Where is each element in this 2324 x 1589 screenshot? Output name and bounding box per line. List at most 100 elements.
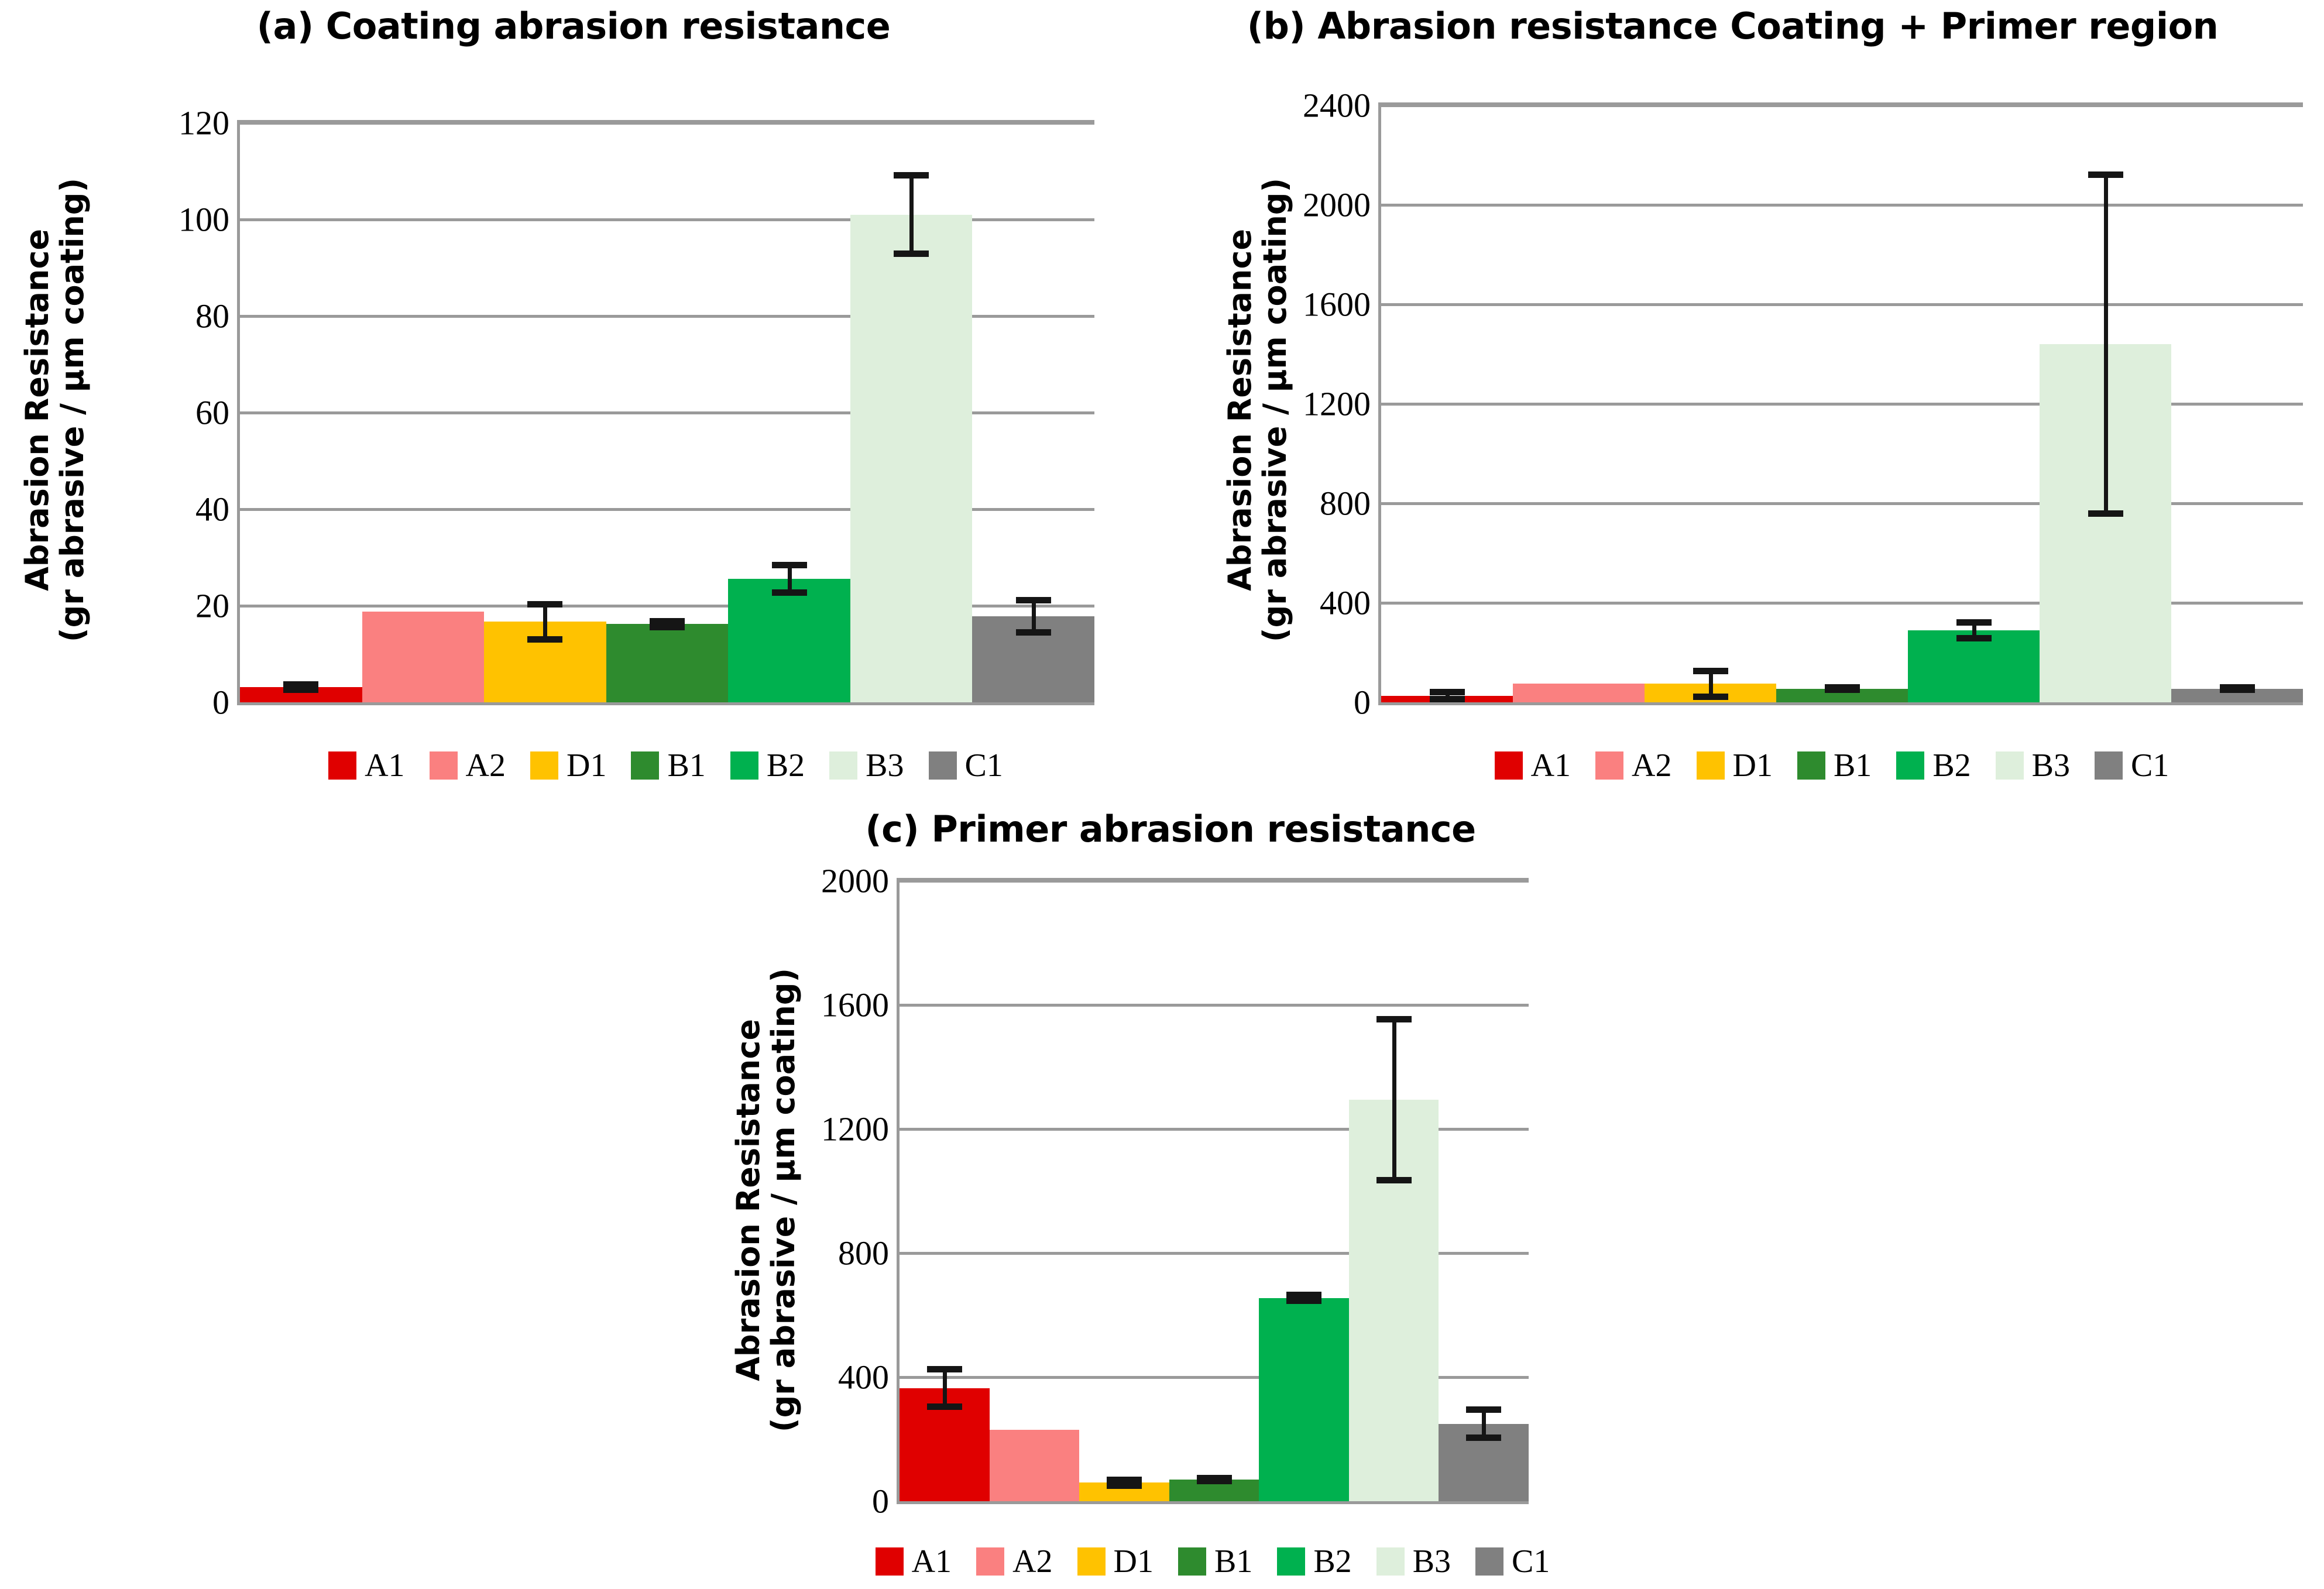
error-cap-top-b2 xyxy=(771,561,807,568)
legend-swatch-a2-icon xyxy=(1595,751,1624,780)
legend-item-b2[interactable]: B2 xyxy=(730,747,805,784)
legend-item-c1[interactable]: C1 xyxy=(928,747,1003,784)
legend-swatch-b3-icon xyxy=(829,751,858,780)
bar-slot-b2 xyxy=(1259,881,1349,1501)
panel-b-legend: A1 A2 D1 B1 B2 B3 C1 xyxy=(1369,740,2294,791)
bar-slot-d1 xyxy=(484,123,606,702)
gridline xyxy=(240,314,1094,318)
error-cap-top-b3 xyxy=(894,172,929,179)
error-cap-top-d1 xyxy=(527,600,563,608)
legend-item-b1[interactable]: B1 xyxy=(1178,1543,1252,1580)
legend-item-a2[interactable]: A2 xyxy=(976,1543,1053,1580)
error-bar-d1 xyxy=(543,600,548,643)
gridline xyxy=(900,1375,1529,1379)
bar-slot-c1 xyxy=(2171,105,2303,702)
gridline xyxy=(900,1251,1529,1255)
y-axis-tick-label: 1600 xyxy=(821,986,889,1024)
error-cap-bottom-b1 xyxy=(1196,1477,1232,1484)
bar-group xyxy=(240,123,1095,702)
bar-slot-b1 xyxy=(606,123,729,702)
panel-b-y-axis-title-line1: Abrasion Resistance xyxy=(1221,228,1259,591)
legend-swatch-b3-icon xyxy=(1376,1547,1405,1576)
legend-item-b1[interactable]: B1 xyxy=(1797,747,1872,784)
y-axis-tick-label: 120 xyxy=(178,104,229,142)
y-axis-tick-label: 800 xyxy=(838,1234,889,1272)
legend-swatch-b1-icon xyxy=(631,751,660,780)
bar-a2[interactable] xyxy=(362,611,485,702)
error-cap-top-b2 xyxy=(1286,1292,1322,1299)
legend-item-a2[interactable]: A2 xyxy=(429,747,506,784)
bar-slot-a1 xyxy=(1381,105,1513,702)
legend-label-a1: A1 xyxy=(1530,747,1571,784)
panel-a-y-axis-title-line1: Abrasion Resistance xyxy=(19,228,56,591)
y-axis-tick-label: 0 xyxy=(212,683,229,722)
legend-item-b3[interactable]: B3 xyxy=(829,747,904,784)
error-cap-top-b2 xyxy=(1956,619,1992,626)
legend-item-d1[interactable]: D1 xyxy=(1696,747,1773,784)
bar-b2[interactable] xyxy=(1259,1298,1349,1501)
error-cap-top-a1 xyxy=(1429,688,1465,695)
legend-label-d1: D1 xyxy=(567,747,607,784)
bar-slot-a2 xyxy=(989,881,1080,1501)
legend-item-b2[interactable]: B2 xyxy=(1277,1543,1352,1580)
bar-b2[interactable] xyxy=(1908,630,2040,702)
legend-item-a1[interactable]: A1 xyxy=(1494,747,1571,784)
error-cap-bottom-c1 xyxy=(1466,1434,1502,1441)
error-cap-bottom-d1 xyxy=(527,636,563,643)
legend-swatch-d1-icon xyxy=(1696,751,1725,780)
error-bar-b3 xyxy=(1392,1015,1396,1183)
bar-slot-a1 xyxy=(900,881,990,1501)
y-axis-tick-label: 60 xyxy=(195,393,229,432)
error-cap-bottom-b1 xyxy=(1824,684,1860,691)
error-cap-top-c1 xyxy=(1015,597,1051,604)
y-axis-tick-label: 20 xyxy=(195,586,229,625)
bar-b2[interactable] xyxy=(728,578,850,702)
panel-b-title: (b) Abrasion resistance Coating + Primer… xyxy=(1247,5,2219,47)
error-cap-top-d1 xyxy=(1106,1476,1142,1483)
legend-swatch-b2-icon xyxy=(1896,751,1925,780)
bar-b1[interactable] xyxy=(1776,688,1908,702)
gridline xyxy=(900,1003,1529,1007)
error-cap-top-c1 xyxy=(1466,1406,1502,1413)
legend-label-b2: B2 xyxy=(1932,747,1971,784)
legend-swatch-d1-icon xyxy=(530,751,558,780)
legend-label-b3: B3 xyxy=(866,747,904,784)
bar-a2[interactable] xyxy=(1513,684,1645,702)
error-bar-c1 xyxy=(1482,1406,1487,1441)
legend-item-b3[interactable]: B3 xyxy=(1376,1543,1451,1580)
panel-a-legend: A1 A2 D1 B1 B2 B3 C1 xyxy=(237,740,1094,791)
panel-c-legend: A1 A2 D1 B1 B2 B3 C1 xyxy=(875,1536,1550,1587)
legend-swatch-b3-icon xyxy=(1995,751,2024,780)
legend-item-d1[interactable]: D1 xyxy=(1077,1543,1154,1580)
bar-b1[interactable] xyxy=(606,624,729,702)
legend-swatch-b1-icon xyxy=(1797,751,1825,780)
error-cap-bottom-b2 xyxy=(1286,1298,1322,1305)
bar-c1[interactable] xyxy=(2171,688,2303,702)
legend-item-b2[interactable]: B2 xyxy=(1896,747,1971,784)
legend-item-a1[interactable]: A1 xyxy=(875,1543,952,1580)
bar-slot-a2 xyxy=(362,123,485,702)
y-axis-tick-label: 800 xyxy=(1320,484,1371,523)
legend-item-c1[interactable]: C1 xyxy=(1475,1543,1550,1580)
bar-slot-b3 xyxy=(2040,105,2171,702)
error-cap-top-b3 xyxy=(1376,1015,1412,1022)
y-axis-tick-label: 1600 xyxy=(1303,285,1371,324)
error-cap-bottom-b2 xyxy=(771,589,807,596)
gridline xyxy=(240,604,1094,608)
error-bar-b2 xyxy=(787,561,792,596)
legend-item-b1[interactable]: B1 xyxy=(631,747,706,784)
legend-swatch-a2-icon xyxy=(976,1547,1005,1576)
bar-slot-c1 xyxy=(972,123,1095,702)
legend-item-a2[interactable]: A2 xyxy=(1595,747,1672,784)
legend-item-a1[interactable]: A1 xyxy=(328,747,405,784)
legend-item-d1[interactable]: D1 xyxy=(530,747,606,784)
legend-item-c1[interactable]: C1 xyxy=(2095,747,2169,784)
error-bar-a1 xyxy=(1445,688,1450,702)
bar-b3[interactable] xyxy=(850,214,973,702)
gridline xyxy=(240,218,1094,221)
bar-a2[interactable] xyxy=(989,1430,1080,1501)
legend-item-b3[interactable]: B3 xyxy=(1995,747,2070,784)
y-axis-tick-label: 2400 xyxy=(1303,86,1371,125)
legend-label-c1: C1 xyxy=(1512,1543,1550,1580)
